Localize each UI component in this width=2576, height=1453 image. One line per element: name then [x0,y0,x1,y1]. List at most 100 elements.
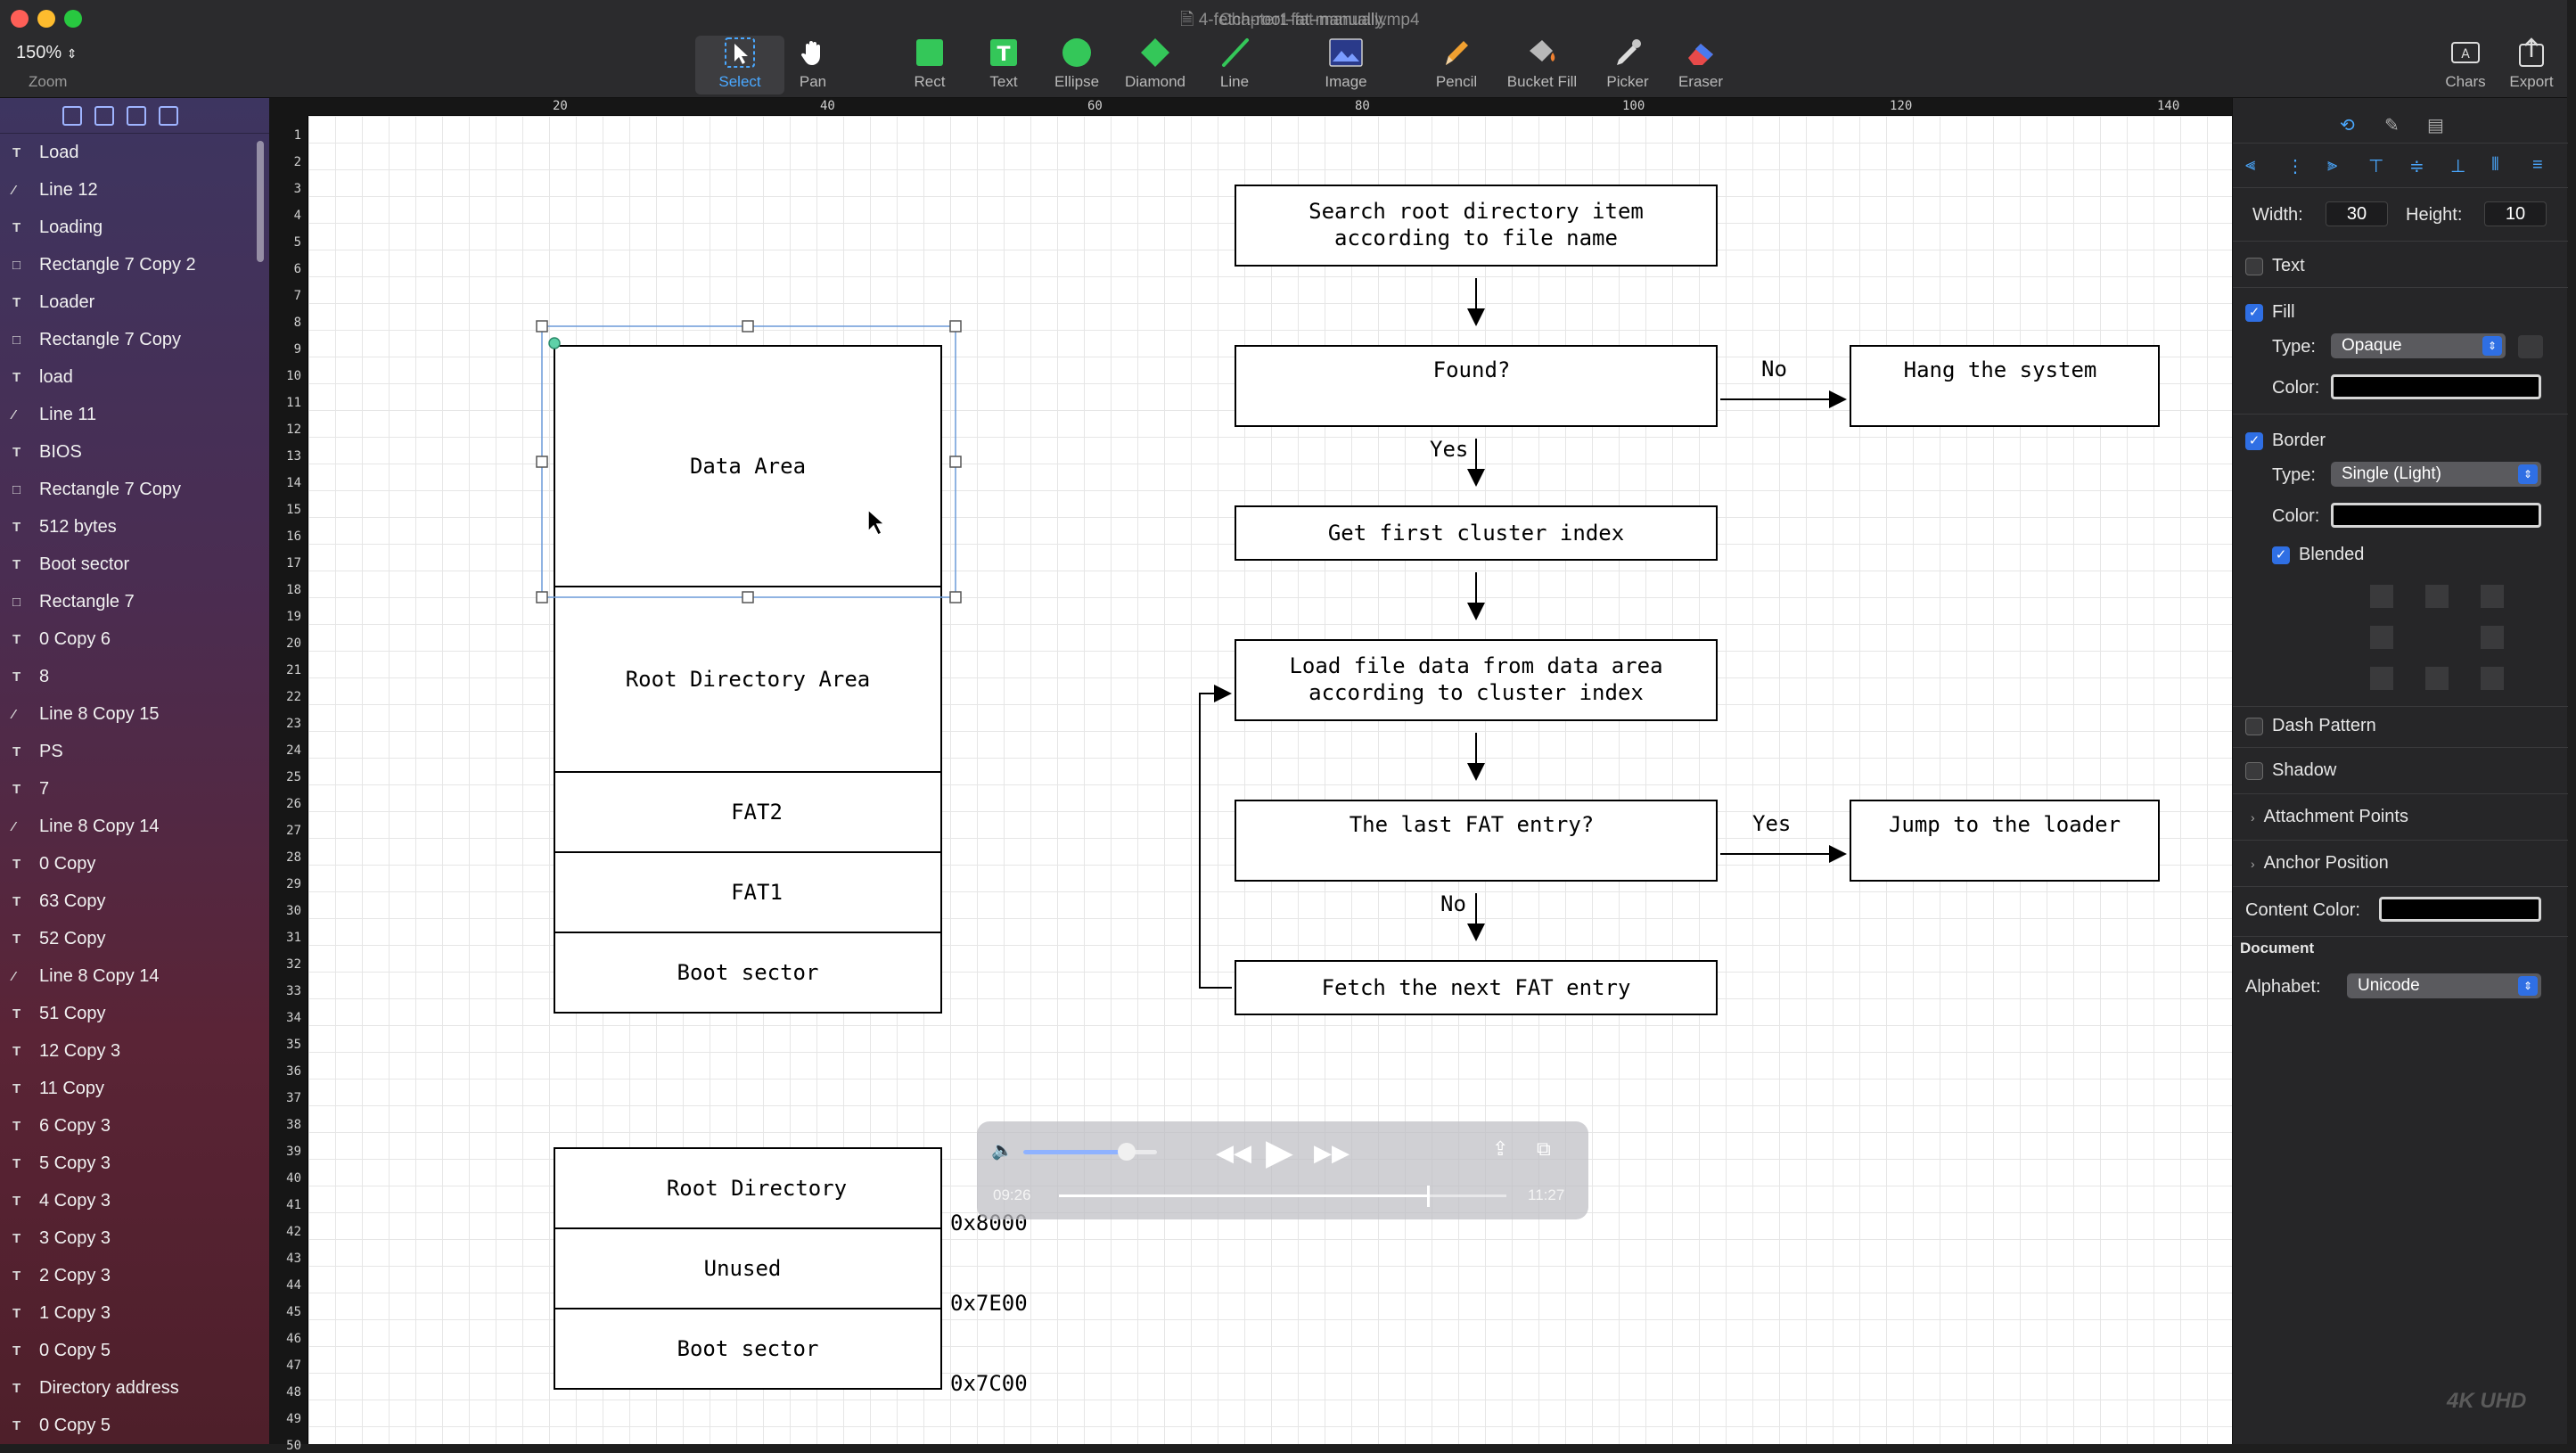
alphabet-select[interactable]: Unicode⇕ [2347,973,2541,998]
export-button[interactable]: Export [2487,36,2576,94]
anchor-position-disclosure[interactable]: ›Anchor Position [2233,845,2568,881]
found-box[interactable] [1235,345,1718,427]
align-right-icon[interactable]: ⫸ [2327,155,2338,175]
bring-forward-icon[interactable] [62,105,82,126]
anchor-point[interactable] [548,337,561,349]
text-toggle[interactable]: Text [2233,248,2568,283]
border-toggle[interactable]: ✓Border [2233,423,2568,458]
layer-item[interactable]: □Rectangle 7 Copy [0,471,269,508]
fast-forward-icon[interactable]: ▶▶ [1314,1139,1350,1166]
attachment-points-disclosure[interactable]: ›Attachment Points [2233,799,2568,834]
border-checkbox[interactable]: ✓ [2245,431,2263,450]
document-tab-icon[interactable]: ▤ [2427,116,2444,135]
zoom-stepper[interactable]: 150% ⇕ [16,43,77,63]
content-color-swatch[interactable] [2379,897,2541,922]
fat2-box[interactable] [554,771,942,853]
chars-button[interactable]: A Chars [2421,36,2510,94]
fill-type-select[interactable]: Opaque⇕ [2331,333,2506,358]
distribute-h-icon[interactable]: ⦀ [2491,155,2499,175]
layer-item[interactable]: ⁄Line 11 [0,396,269,433]
fill-checkbox[interactable]: ✓ [2245,303,2263,322]
dash-checkbox[interactable] [2245,717,2263,735]
style-tab-icon[interactable]: ✎ [2384,116,2400,135]
close-window-button[interactable] [11,10,29,28]
tool-pencil-button[interactable]: Pencil [1412,36,1501,94]
fetch-next-box[interactable] [1235,960,1718,1015]
minimize-window-button[interactable] [37,10,55,28]
height-field[interactable]: 10 [2484,201,2547,226]
tool-select-button[interactable]: Select [695,36,784,94]
root-directory-box[interactable] [554,1147,942,1229]
play-icon[interactable]: ▶ [1266,1133,1293,1172]
align-left-icon[interactable]: ⫷ [2245,155,2256,175]
first-cluster-box[interactable] [1235,505,1718,561]
bring-to-front-icon[interactable] [127,105,146,126]
layer-item[interactable]: ⁄Line 8 Copy 14 [0,808,269,845]
drawing-canvas[interactable]: Data Area Root Directory Area FAT2 FAT1 … [308,116,2232,1444]
tool-line-button[interactable]: Line [1190,36,1279,94]
shadow-toggle[interactable]: Shadow [2233,752,2568,788]
layer-item[interactable]: ⁄Line 12 [0,171,269,209]
selection-handles[interactable] [536,320,962,603]
blended-toggle[interactable]: ✓Blended [2233,537,2568,572]
fill-toggle[interactable]: ✓Fill [2233,294,2568,330]
root-directory-area-box[interactable] [554,586,942,773]
dash-toggle[interactable]: Dash Pattern [2233,708,2568,743]
fill-pattern-swatch[interactable] [2518,335,2543,358]
align-middle-icon[interactable]: ≑ [2409,157,2424,176]
fill-color-swatch[interactable] [2331,374,2541,399]
volume-icon[interactable]: 🔈 [991,1141,1013,1161]
width-field[interactable]: 30 [2326,201,2388,226]
layer-item[interactable]: □Rectangle 7 Copy [0,321,269,358]
sidebar-scrollbar[interactable] [257,141,264,262]
layer-item[interactable]: □Rectangle 7 [0,583,269,620]
shadow-checkbox[interactable] [2245,761,2263,780]
volume-slider[interactable] [1023,1143,1157,1161]
align-center-icon[interactable]: ⋮ [2286,157,2304,176]
picture-in-picture-icon[interactable]: ⧉ [1537,1137,1551,1160]
tool-eraser-button[interactable]: Eraser [1656,36,1745,94]
search-box[interactable] [1235,185,1718,267]
tool-image-button[interactable]: Image [1301,36,1391,94]
align-top-icon[interactable]: ⊤ [2368,157,2384,176]
rewind-icon[interactable]: ◀◀ [1216,1139,1251,1166]
zoom-window-button[interactable] [64,10,82,28]
memory-boot-sector-box[interactable] [554,1308,942,1390]
layer-item[interactable]: ⁄Line 8 Copy 15 [0,695,269,733]
tool-diamond-button[interactable]: Diamond [1111,36,1200,94]
hang-box[interactable] [1850,345,2160,427]
layer-item[interactable]: □Rectangle 7 Copy 2 [0,246,269,283]
tool-bucket-fill-button[interactable]: Bucket Fill [1497,36,1587,94]
data-area-box[interactable] [554,345,942,587]
tool-pan-button[interactable]: Pan [768,36,857,94]
blended-checkbox[interactable]: ✓ [2272,546,2290,564]
send-to-back-icon[interactable] [159,105,178,126]
tool-rect-button[interactable]: Rect [885,36,974,94]
unused-box[interactable] [554,1227,942,1309]
arrange-tab-icon[interactable]: ⟲ [2340,116,2355,135]
border-color-swatch[interactable] [2331,503,2541,528]
